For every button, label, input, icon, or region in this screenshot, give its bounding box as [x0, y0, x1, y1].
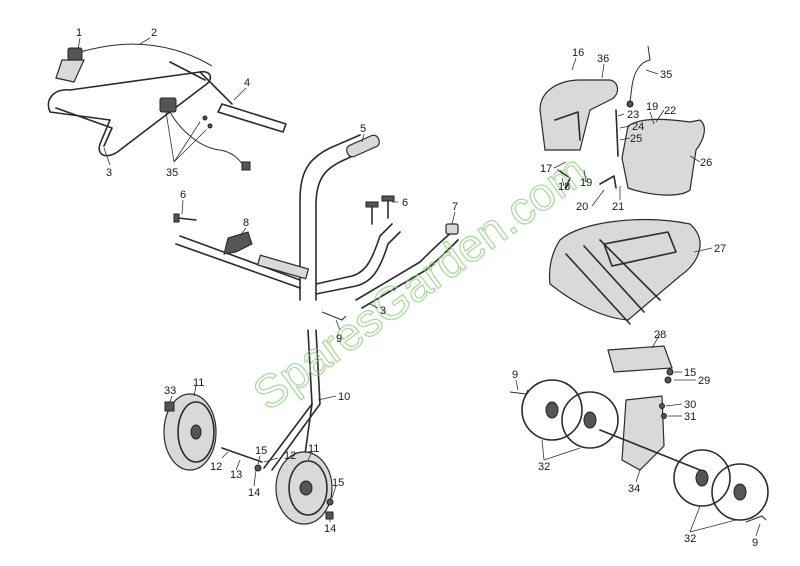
callout-25: 25 — [630, 133, 642, 145]
callout-15: 15 — [684, 367, 696, 379]
callout-34: 34 — [628, 483, 640, 495]
callout-33: 33 — [164, 385, 176, 397]
cover-26 — [621, 118, 705, 196]
callout-28: 28 — [654, 329, 666, 341]
upper-handlebar — [47, 61, 233, 157]
callout-30: 30 — [684, 399, 696, 411]
tine-guard-27 — [548, 219, 701, 325]
callout-20: 20 — [576, 201, 588, 213]
callout-24: 24 — [632, 121, 644, 133]
nut-14 — [325, 511, 334, 520]
callout-1: 1 — [76, 27, 82, 39]
tine-assembly-32-right — [673, 449, 769, 521]
callout-15: 15 — [332, 477, 344, 489]
callout-7: 7 — [452, 201, 458, 213]
handle-tube-4 — [217, 103, 287, 133]
callout-21: 21 — [612, 201, 624, 213]
hubcap-33 — [164, 401, 175, 412]
callout-9: 9 — [336, 333, 342, 345]
callout-6: 6 — [180, 189, 186, 201]
callout-18: 18 — [558, 181, 570, 193]
callout-31: 31 — [684, 411, 696, 423]
axle-pin-12-13 — [221, 447, 263, 463]
callout-32: 32 — [538, 461, 550, 473]
throttle-cable — [79, 43, 213, 67]
washer-15-left — [254, 464, 262, 472]
callout-4: 4 — [244, 77, 250, 89]
callout-9: 9 — [752, 537, 758, 549]
gearbox-34 — [599, 395, 701, 471]
callout-19: 19 — [646, 101, 658, 113]
callout-35: 35 — [166, 167, 178, 179]
spring-wire-35 — [626, 45, 651, 108]
callout-17: 17 — [540, 163, 552, 175]
callout-8: 8 — [243, 217, 249, 229]
callout-36: 36 — [597, 53, 609, 65]
callout-15: 15 — [255, 445, 267, 457]
callout-27: 27 — [714, 243, 726, 255]
callout-16: 16 — [572, 47, 584, 59]
watermark: SparesGarden.com — [243, 144, 596, 421]
callout-10: 10 — [338, 391, 350, 403]
tine-assembly-32-left — [521, 379, 619, 449]
mount-plate-28 — [607, 345, 673, 373]
callout-22: 22 — [664, 105, 676, 117]
washer-15-right — [326, 498, 334, 506]
link-18 — [557, 169, 571, 189]
lower-frame — [175, 134, 459, 309]
callout-9: 9 — [512, 369, 518, 381]
pin-9-right — [745, 515, 767, 523]
callout-19: 19 — [580, 177, 592, 189]
callout-23: 23 — [627, 109, 639, 121]
pin-9-left — [509, 389, 529, 395]
callout-3: 3 — [106, 167, 112, 179]
callout-11: 11 — [308, 443, 319, 455]
callout-11: 11 — [193, 377, 204, 389]
callout-12: 12 — [210, 461, 222, 473]
leader-lines — [77, 37, 761, 537]
wheel-11-left — [163, 393, 217, 471]
callout-35: 35 — [660, 69, 672, 81]
bush-30 — [659, 403, 665, 409]
engine-cover-36 — [539, 79, 619, 151]
callout-29: 29 — [698, 375, 710, 387]
callout-5: 5 — [360, 123, 366, 135]
callout-32: 32 — [684, 533, 696, 545]
callout-14: 14 — [324, 523, 336, 535]
callout-2: 2 — [151, 27, 157, 39]
bolt-6-right — [365, 195, 395, 225]
callout-3: 3 — [380, 305, 386, 317]
washer-31 — [661, 413, 667, 419]
wheel-11-right — [275, 451, 333, 525]
bolt-15 — [666, 368, 674, 376]
clip-9-frame — [321, 311, 347, 321]
clamp-knob-8 — [223, 231, 253, 255]
washer-29 — [664, 376, 672, 384]
callout-6: 6 — [402, 197, 408, 209]
bolt-6-left — [173, 213, 197, 223]
lever-20 — [599, 175, 617, 189]
switch-harness — [159, 97, 251, 171]
throttle-lever — [55, 47, 85, 83]
rod-23-25 — [615, 109, 619, 157]
callout-13: 13 — [230, 469, 242, 481]
callout-26: 26 — [700, 157, 712, 169]
callout-12: 12 — [284, 450, 296, 462]
callout-14: 14 — [248, 487, 260, 499]
